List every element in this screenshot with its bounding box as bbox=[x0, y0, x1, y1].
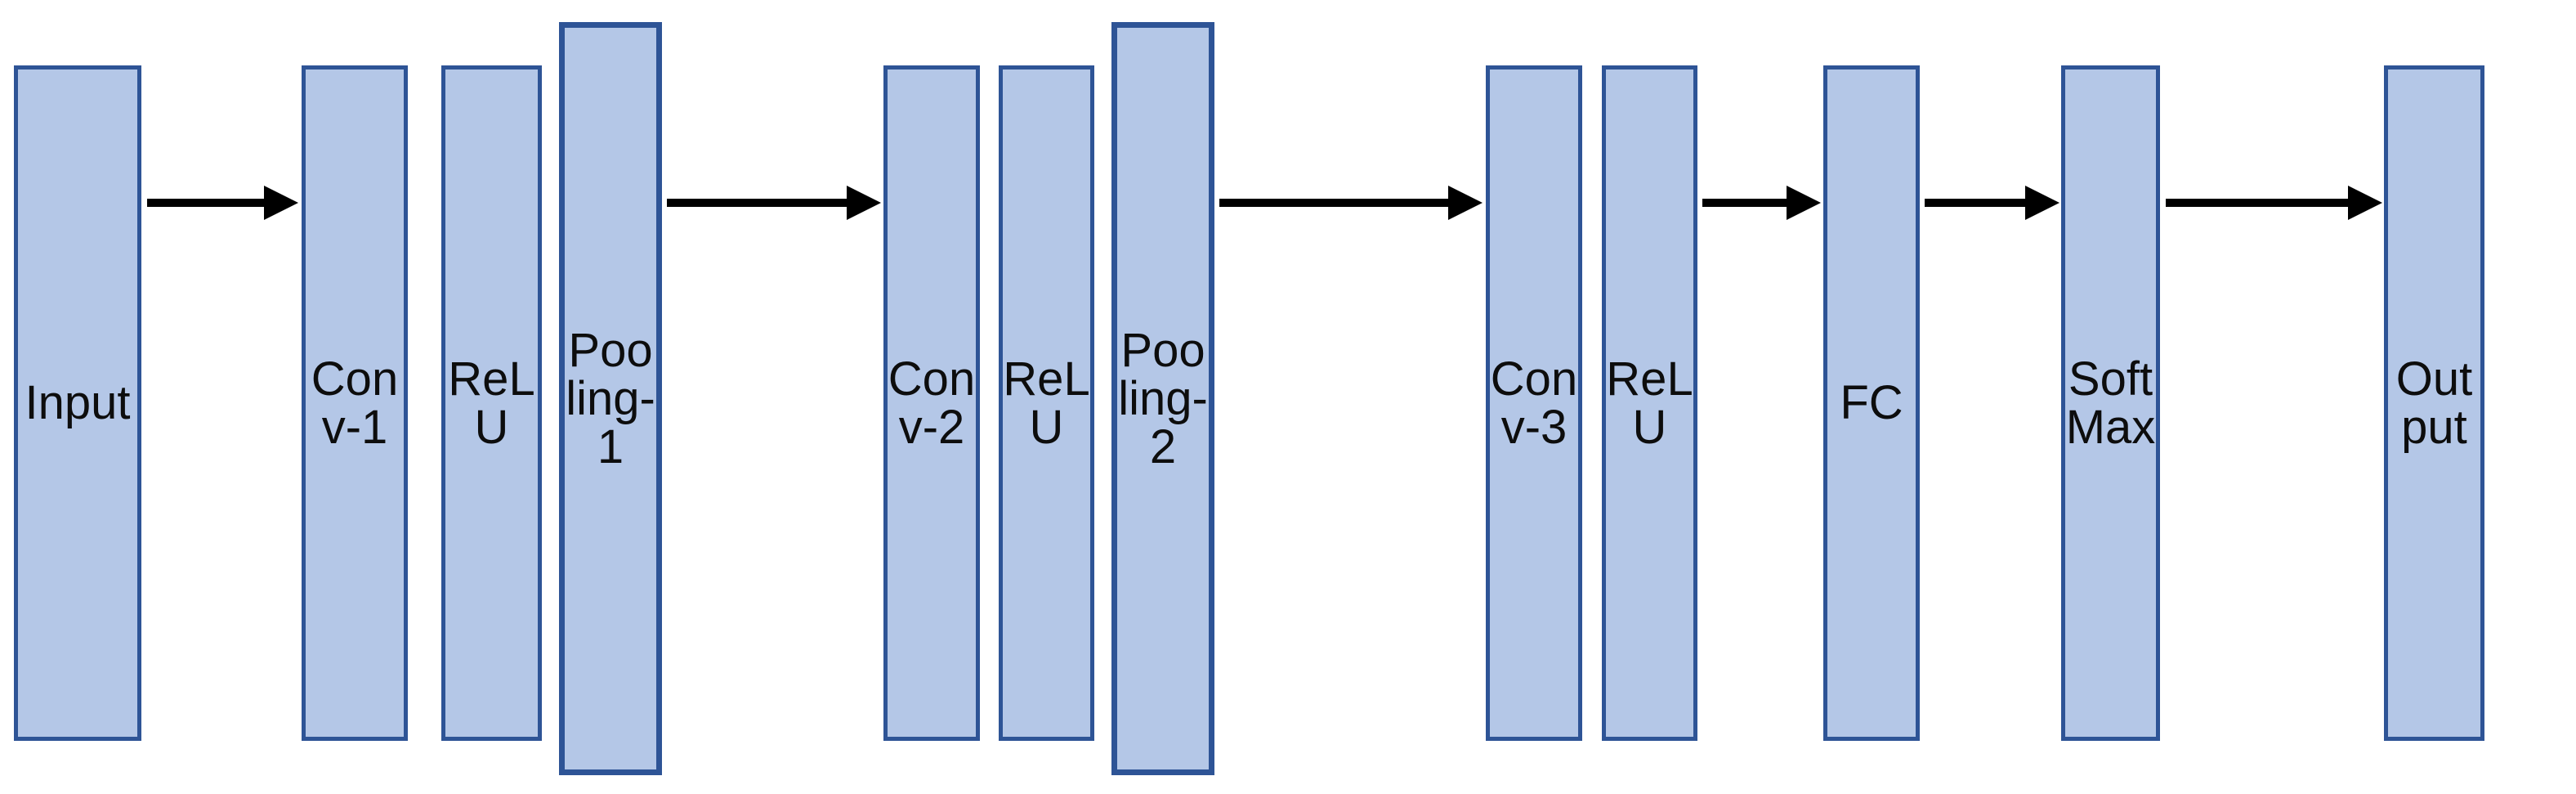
layer-box-relu3[interactable]: ReLU bbox=[1602, 65, 1697, 741]
layer-label-relu2: ReLU bbox=[1003, 352, 1090, 454]
layer-box-pooling1[interactable]: Pooling-1 bbox=[559, 22, 662, 775]
layer-box-conv3[interactable]: Conv-3 bbox=[1486, 65, 1582, 741]
layer-box-softmax[interactable]: SoftMax bbox=[2061, 65, 2160, 741]
layer-box-output[interactable]: Output bbox=[2384, 65, 2484, 741]
arrow-head-icon bbox=[1787, 186, 1821, 220]
layer-box-relu1[interactable]: ReLU bbox=[441, 65, 542, 741]
layer-box-input[interactable]: Input bbox=[14, 65, 141, 741]
arrow-head-icon bbox=[2348, 186, 2382, 220]
layer-label-input: Input bbox=[25, 376, 131, 430]
layer-box-pooling2[interactable]: Pooling-2 bbox=[1111, 22, 1214, 775]
arrow-head-icon bbox=[847, 186, 881, 220]
layer-label-output: Output bbox=[2395, 352, 2473, 454]
arrow-shaft bbox=[667, 199, 850, 207]
layer-label-conv3: Conv-3 bbox=[1490, 352, 1578, 454]
layer-label-pooling1: Pooling-1 bbox=[566, 323, 655, 474]
layer-label-relu3: ReLU bbox=[1606, 352, 1693, 454]
layer-label-conv1: Conv-1 bbox=[311, 352, 399, 454]
layer-label-softmax: SoftMax bbox=[2065, 352, 2156, 454]
arrow-head-icon bbox=[264, 186, 298, 220]
layer-box-relu2[interactable]: ReLU bbox=[999, 65, 1094, 741]
arrow-shaft bbox=[1925, 199, 2028, 207]
arrow-shaft bbox=[2166, 199, 2351, 207]
layer-label-conv2: Conv-2 bbox=[888, 352, 976, 454]
layer-label-pooling2: Pooling-2 bbox=[1118, 323, 1208, 474]
layer-label-fc: FC bbox=[1840, 376, 1903, 430]
layer-box-conv2[interactable]: Conv-2 bbox=[883, 65, 980, 741]
layer-label-relu1: ReLU bbox=[448, 352, 535, 454]
arrow-head-icon bbox=[1448, 186, 1483, 220]
layer-box-conv1[interactable]: Conv-1 bbox=[302, 65, 408, 741]
layer-box-fc[interactable]: FC bbox=[1823, 65, 1920, 741]
arrow-shaft bbox=[1219, 199, 1451, 207]
arrow-shaft bbox=[147, 199, 267, 207]
arrow-shaft bbox=[1702, 199, 1790, 207]
arrow-head-icon bbox=[2025, 186, 2059, 220]
